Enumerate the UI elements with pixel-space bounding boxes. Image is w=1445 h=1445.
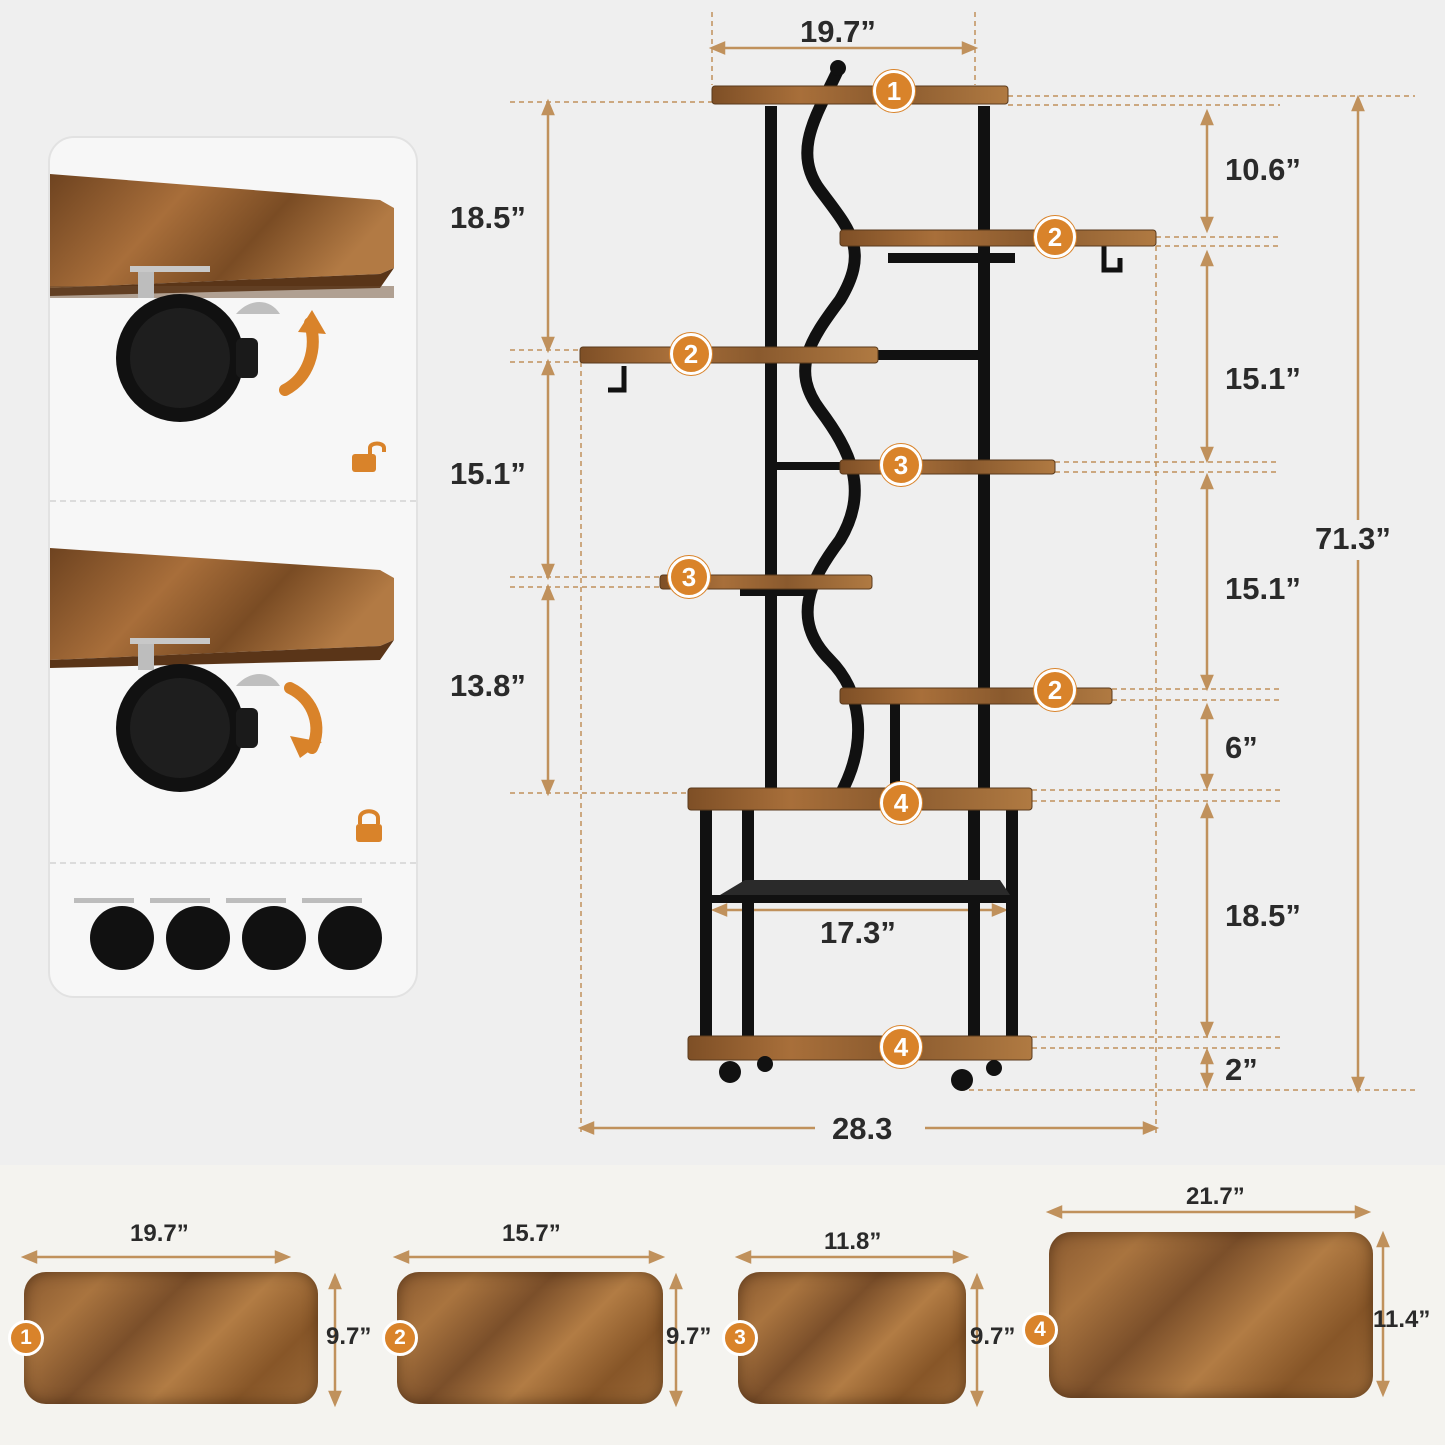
shelf-badge-4b: 4 [880,1026,922,1068]
shelf-badge-3b: 3 [668,556,710,598]
caster-detail-panel [48,136,418,998]
panel-divider-2 [50,862,416,864]
board-3-width: 11.8” [824,1228,882,1255]
left-height-15-1-label: 15.1” [450,456,526,491]
board-1-depth: 9.7” [326,1323,372,1350]
right-height-18-5-label: 18.5” [1225,898,1301,933]
board-badge-2: 2 [382,1320,418,1356]
right-height-6-label: 6” [1225,730,1258,765]
shelf-badge-2b: 2 [670,333,712,375]
board-4-width: 21.7” [1186,1183,1245,1210]
inner-width-label: 17.3” [820,915,896,950]
right-height-2-label: 2” [1225,1052,1258,1087]
left-height-18-5-label: 18.5” [450,200,526,235]
shelf-badge-4a: 4 [880,782,922,824]
shelf-diagram [510,12,1415,1135]
shelf-badge-3a: 3 [880,444,922,486]
board-3-image [738,1272,966,1404]
shelf-badge-2a: 2 [1034,216,1076,258]
board-1-width: 19.7” [130,1220,189,1247]
left-height-13-8-label: 13.8” [450,668,526,703]
board-4-image [1049,1232,1373,1398]
board-4-depth: 11.4” [1373,1306,1431,1333]
shelf-badge-1: 1 [873,70,915,112]
right-height-15-1-a-label: 15.1” [1225,361,1301,396]
total-height-label: 71.3” [1315,521,1391,556]
shelf-badge-2c: 2 [1034,669,1076,711]
board-badge-1: 1 [8,1320,44,1356]
board-2-image [397,1272,663,1404]
unlock-icon [352,441,386,472]
top-width-label: 19.7” [800,14,876,49]
board-2-width: 15.7” [502,1220,561,1247]
lock-icon [356,809,382,842]
overall-width-label: 28.3 [832,1111,893,1146]
board-2-depth: 9.7” [666,1323,712,1350]
board-badge-3: 3 [722,1320,758,1356]
board-badge-4: 4 [1022,1312,1058,1348]
right-height-15-1-b-label: 15.1” [1225,571,1301,606]
right-height-10-6-label: 10.6” [1225,152,1301,187]
board-1-image [24,1272,318,1404]
board-3-depth: 9.7” [970,1323,1016,1350]
panel-divider-1 [50,500,416,502]
caster-illustrations [50,174,394,970]
